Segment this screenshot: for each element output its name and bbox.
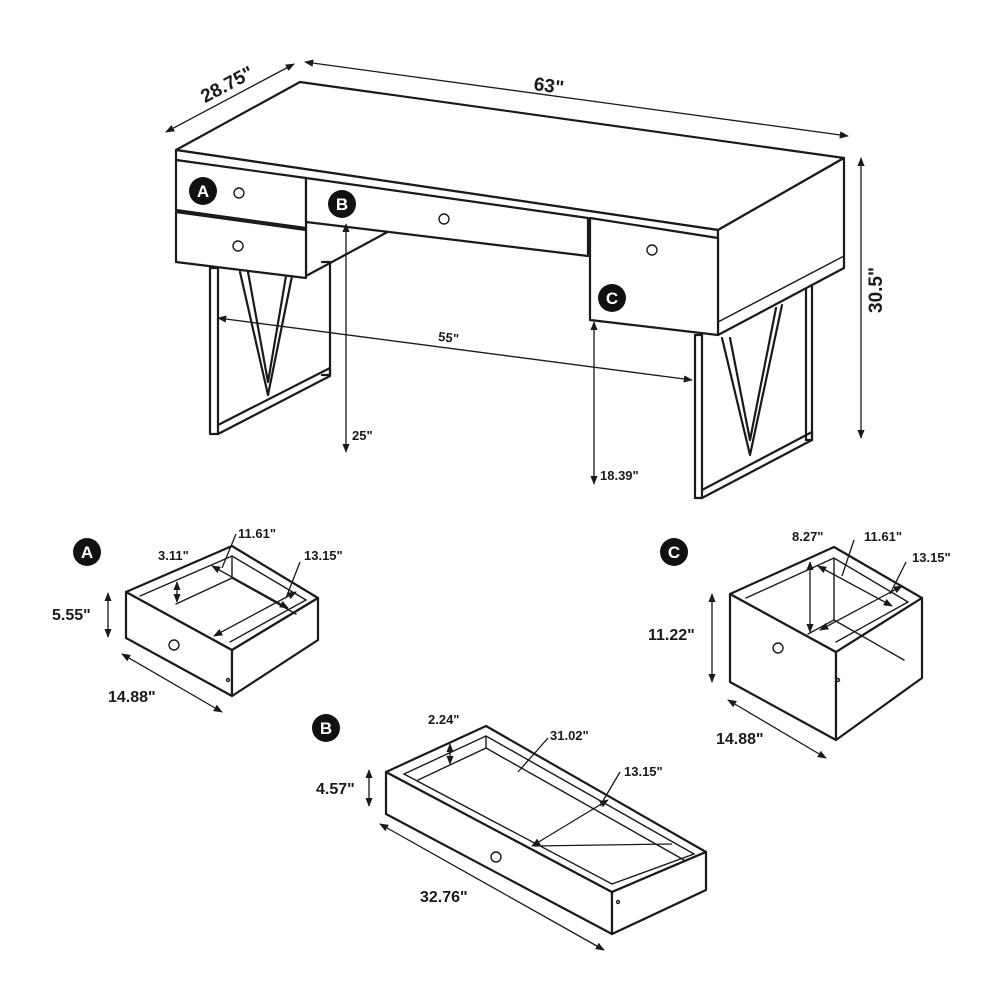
svg-text:C: C	[668, 543, 680, 562]
svg-text:11.61": 11.61"	[238, 526, 276, 541]
knob-icon	[490, 851, 502, 863]
svg-text:5.55": 5.55"	[52, 607, 91, 624]
svg-text:55": 55"	[437, 329, 459, 346]
svg-text:14.88": 14.88"	[108, 689, 156, 706]
svg-text:30.5": 30.5"	[866, 267, 887, 313]
svg-text:13.15": 13.15"	[624, 764, 663, 779]
knob-icon	[168, 639, 180, 651]
drawer-a-detail: A 5.55" 14.88" 11.61" 3.11" 13.15"	[52, 526, 343, 713]
knob-icon	[438, 213, 450, 225]
knob-icon	[232, 240, 244, 252]
drawer-c-detail: C 11.22" 14.88" 8.27" 11.61" 13.15"	[648, 529, 951, 759]
dim-leg-span: 55"	[217, 315, 693, 383]
dim-drawer-c-clearance: 18.39"	[590, 321, 639, 485]
svg-text:31.02": 31.02"	[550, 728, 589, 743]
svg-text:14.88": 14.88"	[716, 731, 764, 748]
svg-text:32.76": 32.76"	[420, 889, 468, 906]
svg-text:C: C	[606, 289, 618, 308]
desk-illustration	[174, 80, 846, 500]
svg-text:63": 63"	[532, 74, 565, 99]
svg-text:18.39": 18.39"	[600, 468, 639, 483]
svg-text:3.11": 3.11"	[158, 548, 189, 563]
svg-text:4.57": 4.57"	[316, 781, 355, 798]
dim-knee-clearance: 25"	[342, 223, 373, 453]
dim-height: 30.5"	[857, 157, 887, 439]
dim-width: 63"	[304, 59, 849, 139]
drawer-b-detail: B 4.57" 32.76" 2.24" 31.02" 13.15"	[312, 712, 708, 951]
svg-text:13.15": 13.15"	[304, 548, 343, 563]
svg-text:A: A	[81, 543, 93, 562]
svg-text:A: A	[197, 182, 209, 201]
knob-icon	[233, 187, 245, 199]
badge-b-desk: B	[328, 190, 356, 218]
left-leg-frame	[208, 260, 332, 436]
svg-text:25": 25"	[352, 428, 373, 443]
knob-icon	[772, 642, 784, 654]
svg-text:13.15": 13.15"	[912, 550, 951, 565]
drawer-c-front[interactable]	[588, 216, 720, 337]
svg-text:8.27": 8.27"	[792, 529, 823, 544]
right-leg-frame	[693, 283, 814, 500]
svg-text:2.24": 2.24"	[428, 712, 459, 727]
badge-c-desk: C	[598, 284, 626, 312]
svg-text:B: B	[336, 195, 348, 214]
badge-a-desk: A	[189, 177, 217, 205]
svg-text:B: B	[320, 719, 332, 738]
svg-text:28.75": 28.75"	[198, 63, 258, 108]
svg-text:11.61": 11.61"	[864, 529, 902, 544]
knob-icon	[646, 244, 658, 256]
svg-text:11.22": 11.22"	[648, 627, 695, 644]
